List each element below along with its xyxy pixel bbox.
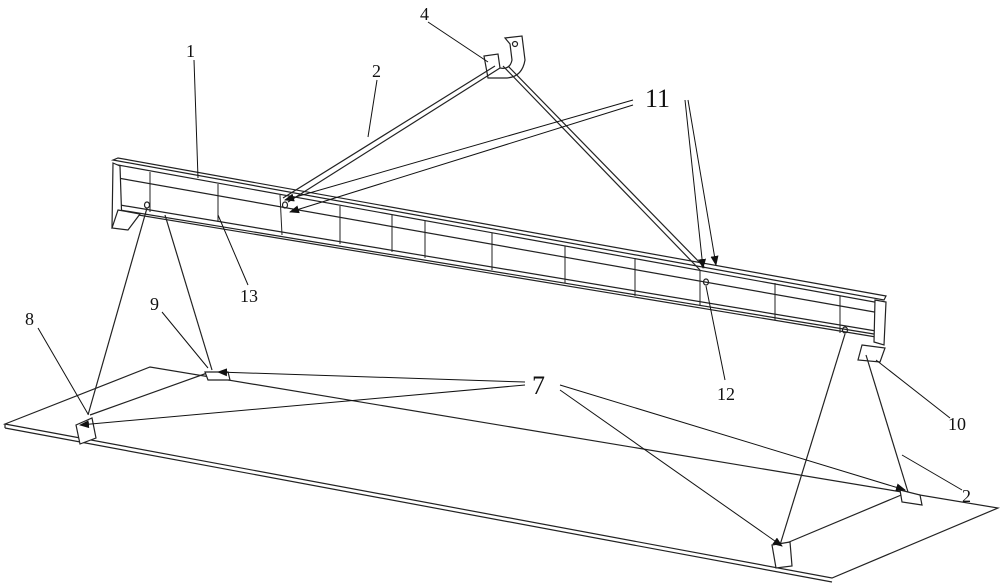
lifting-hook [483,35,526,79]
label-lug-upper: 11 [645,84,671,113]
lower-slings [87,207,909,546]
label-lug-mid: 12 [717,384,735,404]
spreader-beam [110,157,887,363]
label-clamp-left: 8 [25,309,34,329]
label-sling-upper: 2 [372,61,381,81]
label-hook: 4 [420,4,429,24]
leader-lines [37,21,963,547]
label-clamp: 7 [532,371,545,400]
label-end-bracket: 10 [948,414,966,434]
label-beam: 1 [186,41,195,61]
steel-plate [2,366,1000,579]
label-stiffener: 13 [240,286,258,306]
label-sling-lower: 2 [962,486,971,506]
label-clamp-back: 9 [150,294,159,314]
upper-slings [282,65,706,271]
